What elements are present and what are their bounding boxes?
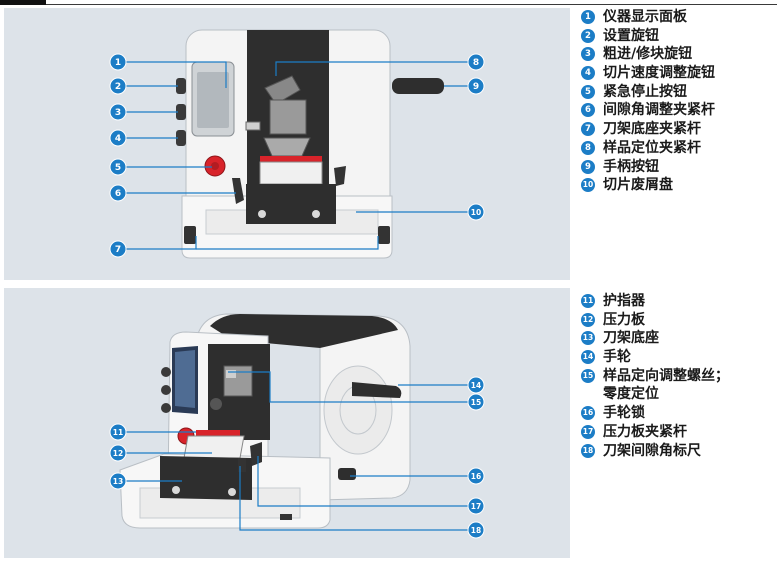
legend-item: 13 刀架底座 [581,329,729,348]
svg-text:1: 1 [115,58,121,68]
legend-label: 仪器显示面板 [603,9,687,25]
legend-number: 8 [581,140,595,155]
callout-17: 17 [467,497,485,515]
legend-item: 8 样品定位夹紧杆 [581,139,715,158]
legend-front-view: 1 仪器显示面板 2 设置旋钮 3 粗进/修块旋钮 4 切片速度调整旋钮 5 紧急停止按钮… [581,8,715,195]
legend-label: 压力板 [603,311,645,328]
callout-6: 6 [109,184,127,202]
callout-2: 2 [109,77,127,95]
legend-label: 刀架底座夹紧杆 [603,121,701,138]
callout-markers: 1 2 3 4 5 6 7 8 9 10 11 12 13 14 15 16 1… [109,53,485,539]
legend-item: 6 间隙角调整夹紧杆 [581,101,715,120]
legend-number: 11 [581,294,595,308]
legend-item: 12 压力板 [581,311,729,330]
legend-number: 17 [581,424,595,439]
callout-12: 12 [109,444,127,462]
legend-item: 15 样品定向调整螺丝； 零度定位 [581,367,729,404]
callout-4: 4 [109,129,127,147]
top-rule-tab [0,0,46,5]
leader-lines [125,61,468,531]
legend-item: 10 切片废屑盘 [581,176,715,195]
legend-item: 14 手轮 [581,348,729,367]
legend-number: 9 [581,159,595,174]
svg-text:11: 11 [113,428,123,437]
legend-item: 4 切片速度调整旋钮 [581,64,715,83]
legend-number: 4 [581,66,595,81]
legend-number: 14 [581,350,595,365]
legend-label: 间隙角调整夹紧杆 [603,102,715,119]
callout-5: 5 [109,158,127,176]
legend-label: 切片速度调整旋钮 [603,65,715,82]
legend-label: 护指器 [603,293,645,309]
legend-label: 手轮 [603,349,631,366]
legend-number: 13 [581,331,595,346]
legend-number: 16 [581,406,595,421]
legend-number: 15 [581,368,595,383]
svg-text:14: 14 [471,381,481,390]
legend-item: 9 手柄按钮 [581,158,715,177]
callout-11: 11 [109,423,127,441]
callout-13: 13 [109,472,127,490]
svg-text:7: 7 [115,245,121,255]
legend-number: 7 [581,122,595,137]
svg-text:15: 15 [471,398,481,407]
legend-item: 2 设置旋钮 [581,27,715,46]
legend-item: 7 刀架底座夹紧杆 [581,120,715,139]
microtome-front-view [176,29,444,259]
legend-number: 3 [581,47,595,62]
callout-8: 8 [467,53,485,71]
legend-item: 3 粗进/修块旋钮 [581,45,715,64]
legend-item: 17 压力板夹紧杆 [581,423,729,442]
callout-7: 7 [109,240,127,258]
svg-text:4: 4 [115,134,121,144]
legend-number: 10 [581,178,595,193]
svg-text:17: 17 [471,502,481,511]
legend-number: 2 [581,28,595,43]
svg-text:10: 10 [471,208,481,217]
callout-3: 3 [109,103,127,121]
svg-text:9: 9 [473,82,479,92]
legend-label: 压力板夹紧杆 [603,423,687,440]
legend-item: 18 刀架间隙角标尺 [581,442,729,461]
legend-number: 5 [581,84,595,99]
callout-9: 9 [467,77,485,95]
callout-18: 18 [467,521,485,539]
callout-15: 15 [467,393,485,411]
legend-label: 样品定向调整螺丝； 零度定位 [603,367,729,402]
legend-item: 5 紧急停止按钮 [581,83,715,102]
legend-item: 16 手轮锁 [581,404,729,423]
legend-label: 粗进/修块旋钮 [603,46,693,63]
legend-number: 6 [581,103,595,118]
svg-text:18: 18 [471,526,481,535]
legend-label: 样品定位夹紧杆 [603,139,701,156]
svg-text:13: 13 [113,477,123,486]
callout-10: 10 [467,203,485,221]
svg-text:3: 3 [115,108,121,118]
legend-number: 12 [581,312,595,327]
svg-text:2: 2 [115,82,121,92]
legend-label: 设置旋钮 [603,27,659,44]
legend-side-view: 11 护指器 12 压力板 13 刀架底座 14 手轮 15 样品定向调整螺丝； 零度定位… [581,292,729,460]
legend-label: 紧急停止按钮 [603,83,687,100]
top-rule [0,0,777,5]
callout-1: 1 [109,53,127,71]
callout-16: 16 [467,467,485,485]
legend-item: 1 仪器显示面板 [581,8,715,27]
svg-text:12: 12 [113,449,123,458]
svg-text:6: 6 [115,189,121,199]
callout-14: 14 [467,376,485,394]
legend-label: 手柄按钮 [603,158,659,175]
legend-label: 手轮锁 [603,405,645,422]
legend-label: 刀架间隙角标尺 [603,442,701,459]
svg-text:8: 8 [473,58,479,68]
legend-number: 18 [581,443,595,458]
legend-label: 刀架底座 [603,330,659,347]
microtome-side-view [119,313,411,529]
legend-item: 11 护指器 [581,292,729,311]
legend-label: 切片废屑盘 [603,177,673,194]
svg-text:16: 16 [471,472,481,481]
svg-text:5: 5 [115,163,121,173]
legend-number: 1 [581,10,595,24]
